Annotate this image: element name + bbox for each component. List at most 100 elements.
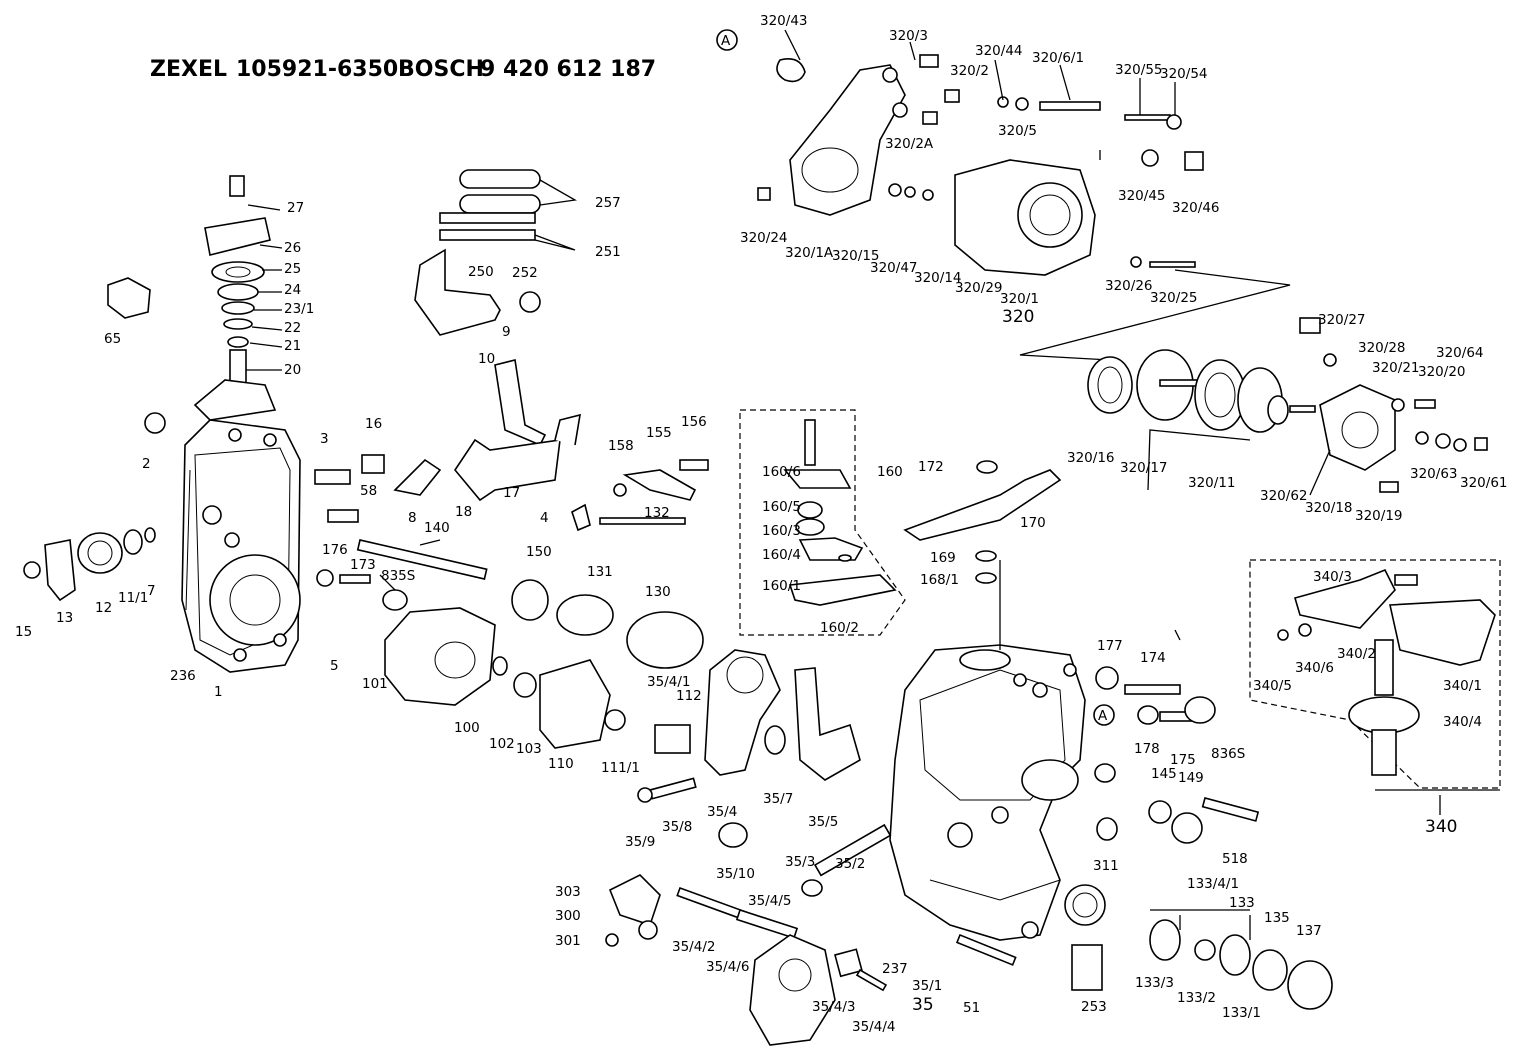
callout: 112 (676, 688, 702, 704)
callout: 311 (1093, 858, 1119, 874)
callout: 340/2 (1337, 646, 1376, 662)
callout: 176 (322, 542, 348, 558)
callout: 35/2 (835, 856, 865, 872)
callout: 835S (381, 568, 415, 584)
callout: 111/1 (601, 760, 640, 776)
callout: 175 (1170, 752, 1196, 768)
callout: 131 (587, 564, 613, 580)
callout: 10 (478, 351, 495, 367)
callout: 9 (502, 324, 511, 340)
leader-misc (1174, 629, 1181, 641)
callout: 160/2 (820, 620, 859, 636)
callout: 16 (365, 416, 382, 432)
plug-group-drawing (1149, 919, 1333, 1010)
callout: 149 (1178, 770, 1204, 786)
callout: 160/4 (762, 547, 801, 563)
callout: 5 (330, 658, 339, 674)
callout: 320/45 (1118, 188, 1166, 204)
callout: 51 (963, 1000, 980, 1016)
callout: 35/10 (716, 866, 755, 882)
callout: 320/17 (1120, 460, 1168, 476)
pump-housing-right-drawing (889, 644, 1106, 941)
part-drawings (23, 54, 1501, 1046)
group-340-boundary (1249, 559, 1501, 789)
callout: 135 (1264, 910, 1290, 926)
callout: 35/1 (912, 978, 942, 994)
callout: 320/46 (1172, 200, 1220, 216)
callout: 58 (360, 483, 377, 499)
callout: 133/3 (1135, 975, 1174, 991)
callout: 320/28 (1358, 340, 1406, 356)
callout: 320/11 (1188, 475, 1236, 491)
marker-a-top: A (721, 33, 731, 49)
callout: 320/29 (955, 280, 1003, 296)
callout: 320/6/1 (1032, 50, 1084, 66)
callout: 1 (214, 684, 223, 700)
callout: 303 (555, 884, 581, 900)
adjuster-group-drawing (1094, 666, 1260, 844)
callout: 140 (424, 520, 450, 536)
spring-stack-drawing (511, 579, 704, 669)
callout: 320/3 (889, 28, 928, 44)
callout: 320/14 (914, 270, 962, 286)
callout: 168/1 (920, 572, 959, 588)
callout: 340/1 (1443, 678, 1482, 694)
pump-housing-drawing (181, 419, 301, 673)
callout: 160/3 (762, 523, 801, 539)
callout: 3 (320, 431, 329, 447)
callout: 320/1 (1000, 291, 1039, 307)
callout: 35/7 (763, 791, 793, 807)
callout: 320/2 (950, 63, 989, 79)
assembly-340-label: 340 (1425, 817, 1457, 837)
callout: 35/3 (785, 854, 815, 870)
callout: 300 (555, 908, 581, 924)
callout: 35/4/3 (812, 999, 855, 1015)
callout: 25 (284, 261, 301, 277)
callout: 320/21 (1372, 360, 1420, 376)
callout: 320/43 (760, 13, 808, 29)
callout: 320/15 (832, 248, 880, 264)
lever-group-drawing (314, 413, 581, 523)
callout: 250 (468, 264, 494, 280)
callout: 133/2 (1177, 990, 1216, 1006)
callout: 172 (918, 459, 944, 475)
lever-35-drawing (637, 649, 892, 897)
callout: 137 (1296, 923, 1322, 939)
callout: 18 (455, 504, 472, 520)
callout: 155 (646, 425, 672, 441)
callout: 836S (1211, 746, 1245, 762)
callout: 133 (1229, 895, 1255, 911)
callout: 320/62 (1260, 488, 1308, 504)
callout: 13 (56, 610, 73, 626)
callout: 320/20 (1418, 364, 1466, 380)
callout: 252 (512, 265, 538, 281)
governor-left-drawing (23, 527, 156, 602)
callout: 174 (1140, 650, 1166, 666)
callout: 35/8 (662, 819, 692, 835)
cam-plate-drawing (605, 874, 661, 947)
callout: 170 (1020, 515, 1046, 531)
callout: 320/26 (1105, 278, 1153, 294)
callout: 100 (454, 720, 480, 736)
callout: 320/18 (1305, 500, 1353, 516)
callout: 156 (681, 414, 707, 430)
callout: 253 (1081, 999, 1107, 1015)
zexel-part-number: 105921-6350 (236, 57, 398, 82)
callout: 320/5 (998, 123, 1037, 139)
assembly-numbers: 320 35 340 (912, 307, 1457, 1015)
callout: 320/54 (1160, 66, 1208, 82)
callout: 177 (1097, 638, 1123, 654)
callout: 35/4/5 (748, 893, 791, 909)
callout: 320/27 (1318, 312, 1366, 328)
callout: 320/64 (1436, 345, 1484, 361)
callout: 320/1A (785, 245, 834, 261)
callout: 160/5 (762, 499, 801, 515)
diagram-header: ZEXEL 105921-6350 BOSCH 9 420 612 187 (150, 57, 656, 82)
callout: 2 (142, 456, 151, 472)
leader-320-to-piston (1019, 150, 1291, 361)
callout: 4 (540, 510, 549, 526)
callout: 320/63 (1410, 466, 1458, 482)
callout: 160/6 (762, 464, 801, 480)
callout: 320/19 (1355, 508, 1403, 524)
